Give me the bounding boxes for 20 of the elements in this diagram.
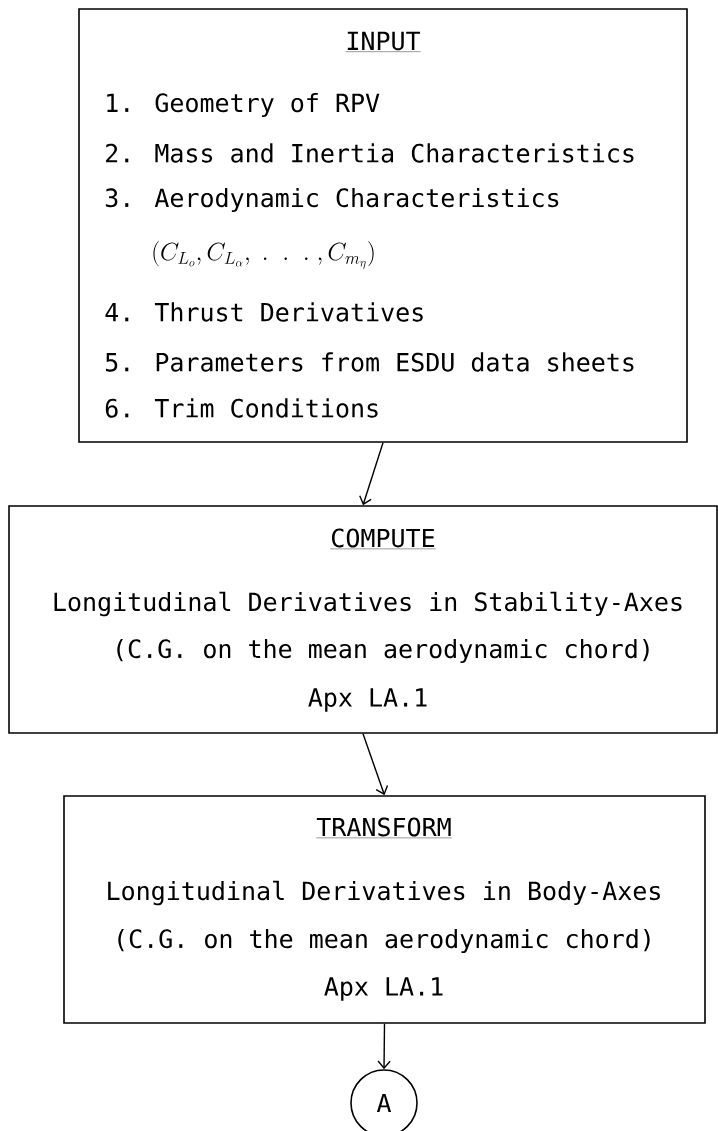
list-item: 6. Trim Conditions [105, 398, 378, 418]
heading: INPUT [345, 31, 421, 52]
list-item: 1. Geometry of RPV [107, 92, 380, 118]
description-text: Apx LA.1 [324, 977, 443, 1001]
description-text: Apx LA.1 [308, 688, 427, 712]
arrow [359, 442, 384, 506]
list-item: 3. Aerodynamic Characteristics [105, 187, 559, 213]
description-text: (C.G. on the mean aerodynamic chord) [118, 928, 650, 954]
list-item: 5. Parameters from ESDU data sheets [105, 352, 634, 372]
heading: COMPUTE [330, 528, 436, 550]
description-text: Longitudinal Derivatives in Body-Axes [108, 880, 660, 906]
description-text: Longitudinal Derivatives in Stability-Axes [54, 591, 682, 617]
list-item: 2. Mass and Inertia Characteristics [106, 143, 634, 163]
heading: TRANSFORM [316, 817, 452, 839]
connector-label: A [376, 1093, 392, 1113]
arrow [377, 1023, 391, 1070]
formula: $(C_{L_o}, C_{L_\alpha}, \;.\;\;.\;\;.\;, C_{m_\eta})$ [153, 241, 374, 269]
arrow [362, 733, 389, 796]
description-text: (C.G. on the mean aerodynamic chord) [117, 638, 649, 664]
list-item: 4. Thrust Derivatives [105, 302, 423, 322]
